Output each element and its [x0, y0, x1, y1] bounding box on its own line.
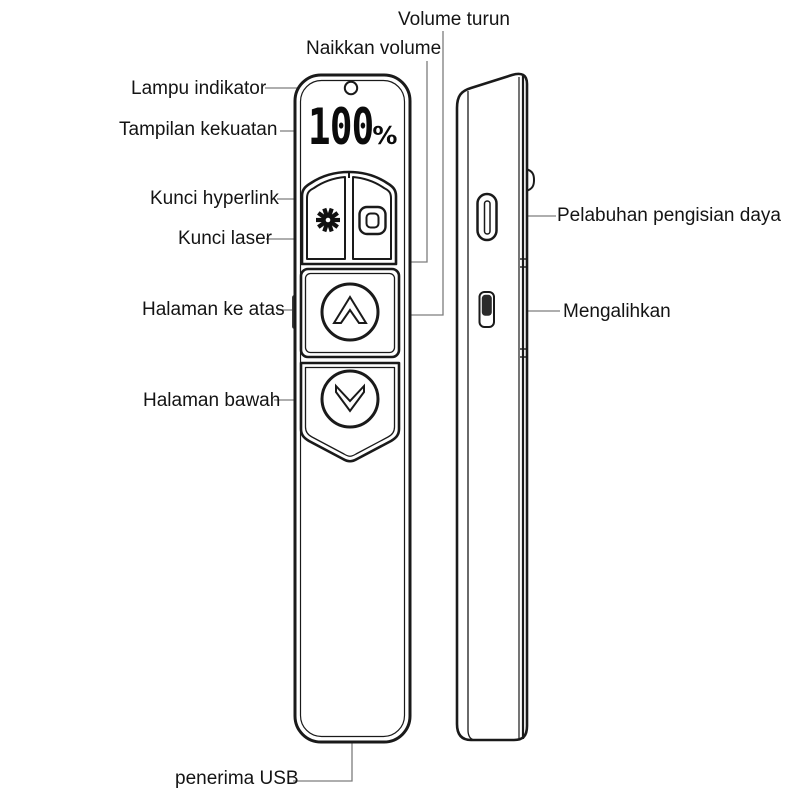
page-up-button	[320, 282, 380, 342]
side-front-face-line	[467, 91, 475, 741]
label-volume-down: Volume turun	[398, 9, 510, 30]
label-usb-receiver: penerima USB	[175, 768, 299, 789]
leader-volume-up	[410, 61, 428, 263]
page-up-panel	[299, 267, 401, 359]
chevron-up-icon	[332, 295, 368, 324]
label-laser-key: Kunci laser	[178, 228, 272, 249]
page-up-panel-inner	[304, 272, 396, 354]
chevron-down-icon	[335, 383, 365, 413]
label-page-up: Halaman ke atas	[142, 299, 285, 320]
hyperlink-icon	[358, 205, 387, 236]
page-down-panel-inner	[304, 366, 396, 457]
front-view	[292, 73, 412, 744]
label-volume-up: Naikkan volume	[306, 38, 442, 59]
leader-volume-down	[410, 31, 444, 316]
leader-usb-receiver	[293, 742, 353, 782]
label-charging-port: Pelabuhan pengisian daya	[557, 205, 781, 226]
label-power-display: Tampilan kekuatan	[119, 119, 278, 140]
label-page-down: Halaman bawah	[143, 390, 281, 411]
laser-key-button	[306, 176, 346, 260]
charging-port	[476, 192, 498, 242]
power-display-unit: %	[372, 121, 398, 150]
page-down-button	[320, 369, 380, 429]
label-toggle-switch: Mengalihkan	[563, 301, 671, 322]
label-hyperlink-key: Kunci hyperlink	[150, 188, 279, 209]
laser-icon	[316, 207, 340, 233]
power-display-value: 100	[308, 98, 374, 156]
hyperlink-key-button	[352, 176, 392, 260]
power-display-readout: 100%	[308, 98, 398, 156]
side-body-outline	[455, 72, 529, 742]
toggle-switch	[478, 291, 495, 328]
side-edge-notches	[520, 258, 527, 358]
side-view	[455, 72, 536, 742]
indicator-dot-icon	[343, 80, 359, 96]
label-indicator-light: Lampu indikator	[131, 78, 267, 99]
